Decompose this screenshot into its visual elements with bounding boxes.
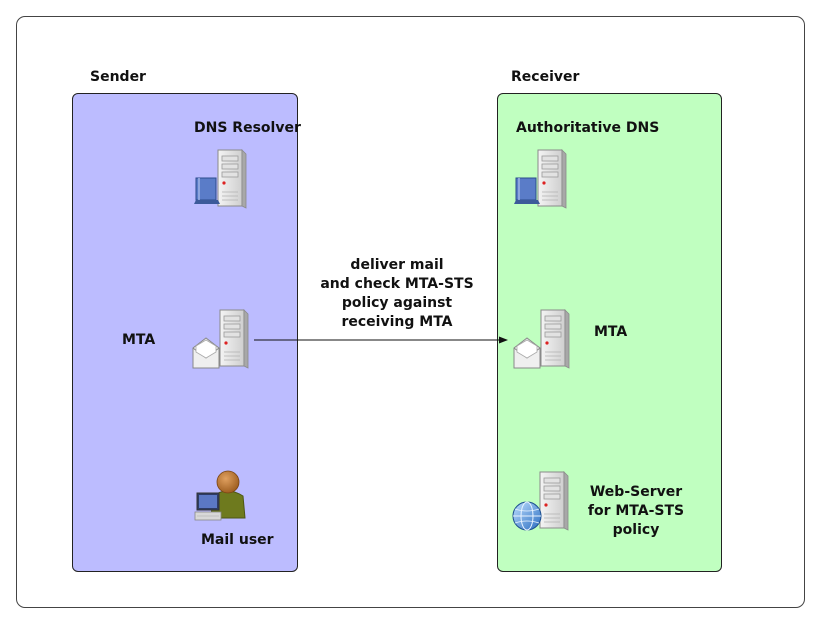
receiver-zone (497, 93, 722, 572)
authoritative-dns-server-icon (512, 148, 574, 210)
sender-zone (72, 93, 298, 572)
receiver-title: Receiver (511, 69, 580, 85)
sender-title: Sender (90, 69, 146, 85)
dns-server-icon (192, 148, 254, 210)
mail-server-icon (190, 308, 254, 372)
mail-user-label: Mail user (201, 532, 274, 548)
web-server-icon (510, 470, 574, 534)
web-server-label: Web-Server for MTA-STS policy (587, 484, 685, 538)
delivery-arrow (254, 336, 508, 344)
user-workstation-icon (193, 466, 249, 526)
delivery-label: deliver mail and check MTA-STS policy ag… (320, 257, 474, 330)
sender-mta-label: MTA (122, 332, 156, 348)
dns-resolver-label: DNS Resolver (194, 120, 301, 136)
authoritative-dns-label: Authoritative DNS (516, 120, 660, 136)
receiver-mta-label: MTA (594, 324, 628, 340)
receiver-mail-server-icon (511, 308, 575, 372)
